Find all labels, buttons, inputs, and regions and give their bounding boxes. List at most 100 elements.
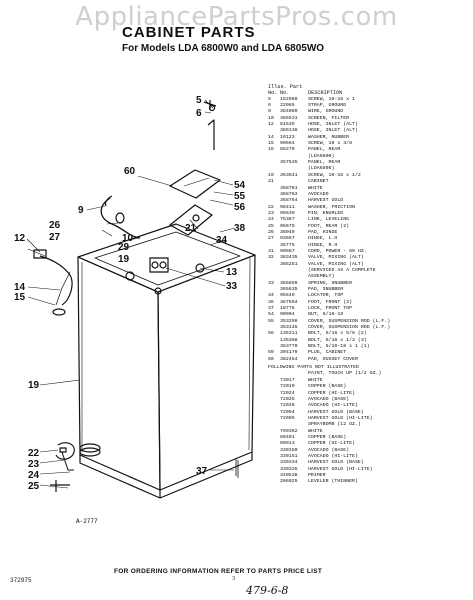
description: PIN, KNURLED (308, 210, 344, 216)
illus-no: 9 (268, 109, 271, 115)
part-no: 90904 (280, 312, 295, 318)
part-no: 365635 (280, 287, 298, 292)
callout-12: 12 (14, 233, 26, 244)
description: AVOCADO (HI-LITE) (308, 453, 358, 459)
description: PLUG, CABINET (308, 350, 347, 356)
illus-no: 15 (268, 141, 274, 147)
part-no: 72094 (280, 409, 295, 415)
table-row: 25 95679 FOOT, REAR (2) (268, 224, 473, 230)
description: COVER, SUSPENSION ROD (L.F.) (308, 318, 391, 324)
callout-9: 9 (78, 205, 84, 216)
illus-no: 27 (268, 236, 274, 242)
illus-no: 16 (268, 147, 274, 153)
description: SPRAYBOMB (12 OZ.) (308, 422, 361, 428)
callout-56: 56 (234, 202, 246, 213)
part-no: 89913 (280, 441, 295, 447)
callout-5: 5 (196, 95, 202, 106)
callout-27: 27 (49, 232, 61, 243)
description: PRIMER (308, 472, 326, 478)
callout-21: 21 (185, 223, 197, 234)
part-no: 90667 (280, 248, 295, 254)
callout-19-side: 19 (28, 380, 40, 391)
part-no: 72019 (280, 384, 295, 390)
description: AVOCADO (BASE) (308, 396, 350, 402)
callout-6: 6 (196, 108, 202, 119)
callout-60: 60 (124, 166, 136, 177)
description: VALVE, MIXING (ALT) (308, 261, 364, 267)
part-no: 22965 (280, 103, 295, 109)
part-no: 330334 (280, 460, 298, 466)
illus-no: 55 (268, 318, 274, 324)
front-foot (79, 443, 101, 453)
description: HARVEST GOLD (BASE) (308, 409, 364, 415)
description: PAINT, TOUCH UP (1/2 OZ.) (308, 371, 382, 377)
part-no: 135368 (280, 337, 298, 343)
part-no: 206925 (280, 479, 298, 485)
description: WHITE (308, 428, 323, 434)
description: FOOT, REAR (2) (308, 223, 350, 229)
illus-no: 33 (268, 280, 274, 286)
callout-24: 24 (28, 470, 40, 481)
handwritten-note: 479-6-8 (246, 584, 289, 597)
part-no: 72095 (280, 415, 295, 421)
description: STRAP, GROUND (308, 103, 347, 109)
description: (LDA6800) (308, 153, 335, 159)
table-row: PAINT, TOUCH UP (1/2 OZ.) (268, 371, 473, 377)
callout-34: 34 (216, 235, 228, 246)
part-no: 330150 (280, 447, 298, 453)
part-no: 136311 (280, 331, 298, 337)
table-row: (LDA6805) (268, 166, 473, 172)
illus-no: 36 (268, 299, 274, 305)
illus-no: 25 (268, 223, 274, 229)
part-no: 330335 (280, 466, 298, 472)
description: AVOCADO (BASE) (308, 447, 350, 453)
part-no: 368764 (280, 198, 298, 204)
page-subtitle: For Models LDA 6800W0 and LDA 6805WO (122, 43, 325, 54)
header-illus-no: No. (268, 90, 278, 97)
callout-22: 22 (28, 448, 40, 459)
part-no: 95679 (280, 223, 295, 229)
table-row: (LDA6800) (268, 154, 473, 160)
parts-header-top: Illus. Part (268, 84, 473, 90)
illus-no: 21 (268, 179, 274, 185)
part-no: 73017 (280, 377, 295, 383)
part-no: 81539 (280, 122, 295, 128)
part-no: 340538 (280, 472, 298, 478)
description: PAD, HINGE (308, 229, 338, 235)
description: SCREW, 10 x 3/8 (308, 141, 353, 147)
callout-15: 15 (14, 292, 26, 303)
part-no: 353770 (280, 344, 298, 350)
description: PANEL, REAR (308, 147, 341, 153)
illus-no: 12 (268, 122, 274, 128)
callout-23: 23 (28, 459, 40, 470)
description: CORD, POWER - 60 HZ. (308, 248, 367, 254)
part-no: 16123 (280, 134, 295, 140)
illus-no: 26 (268, 229, 274, 235)
part-no: 383435 (280, 255, 298, 261)
illus-no: 37 (268, 306, 274, 312)
part-no: 304179 (280, 350, 298, 356)
illus-no: 6 (268, 103, 271, 109)
illus-no: 24 (268, 217, 274, 223)
callout-38: 38 (234, 223, 246, 234)
